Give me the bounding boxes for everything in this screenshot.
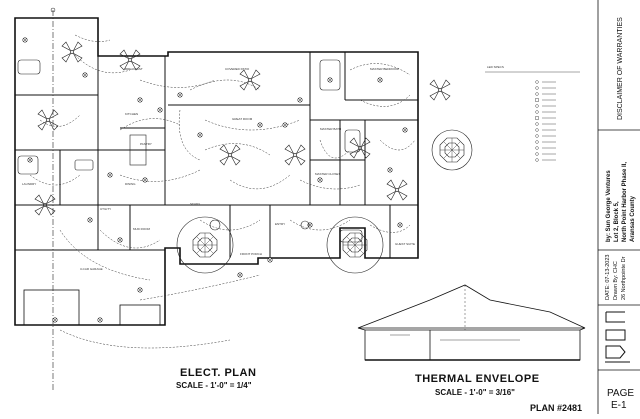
- room-garage: 3-CAR GARAGE: [80, 267, 103, 271]
- garage-doors: [23, 289, 161, 326]
- thermal-envelope-title: THERMAL ENVELOPE: [415, 373, 540, 385]
- floor-plan-walls: [14, 17, 419, 326]
- drawn-by-text: Drawn By: CHC: [613, 261, 619, 300]
- room-mud-room: MUD ROOM: [133, 227, 150, 231]
- plumbing-fixtures: [17, 59, 363, 243]
- room-labels: BREAKFAST COVERED PATIO MASTER BEDROOM G…: [22, 67, 415, 271]
- address-text: 26 Northpointe Dr: [621, 256, 627, 300]
- room-utility: UTILITY: [100, 207, 111, 211]
- date-text: DATE: 07-13-2023: [605, 254, 611, 300]
- room-master-closet: MASTER CLOSET: [315, 172, 341, 176]
- plan-number: PLAN #2481: [530, 403, 583, 413]
- legend-title: LED SPECS: [487, 65, 504, 69]
- room-covered-patio: COVERED PATIO: [225, 67, 250, 71]
- room-master-bath: MASTER BATH: [320, 127, 341, 131]
- room-guest-suite: GUEST SUITE: [395, 242, 415, 246]
- thermal-envelope-drawing: [357, 284, 586, 361]
- county-info: Aransas County: [630, 195, 636, 242]
- room-master-bedroom: MASTER BEDROOM: [370, 67, 399, 71]
- legend-symbols: [485, 71, 580, 162]
- room-front-porch: FRONT PORCH: [240, 252, 262, 256]
- wiring-circuits: [29, 34, 416, 349]
- tray-ceilings: [176, 129, 473, 274]
- title-block: [597, 0, 640, 414]
- room-great-room: GREAT ROOM: [232, 117, 253, 121]
- room-entry: ENTRY: [275, 222, 285, 226]
- subdivision-info: North Point Harbor Phase II,: [622, 161, 628, 242]
- room-pantry: PANTRY: [140, 142, 152, 146]
- room-dining: DINING: [125, 182, 136, 186]
- page-number: E-1: [611, 400, 627, 411]
- lot-info: Lot 2, Block 5,: [614, 201, 620, 242]
- cadd-logo: [605, 311, 630, 363]
- thermal-envelope-scale: SCALE - 1'-0" = 3/16": [435, 388, 515, 397]
- elect-plan-title: ELECT. PLAN: [180, 367, 257, 379]
- room-kitchen: KITCHEN: [125, 112, 138, 116]
- elect-plan-scale: SCALE - 1'-0" = 1/4": [176, 381, 252, 390]
- disclaimer-heading: DISCLAIMER OF WARRANTIES: [617, 17, 624, 120]
- interior-walls: [15, 52, 418, 258]
- room-study: STUDY: [190, 202, 200, 206]
- builder-name: by: Sun George Ventures: [606, 170, 612, 242]
- legend: LED SPECS: [487, 65, 504, 69]
- light-fixtures: [22, 37, 408, 323]
- page-label: PAGE: [607, 388, 635, 399]
- room-laundry: LAUNDRY: [22, 182, 36, 186]
- room-breakfast: BREAKFAST: [125, 67, 143, 71]
- chandeliers: [192, 137, 465, 258]
